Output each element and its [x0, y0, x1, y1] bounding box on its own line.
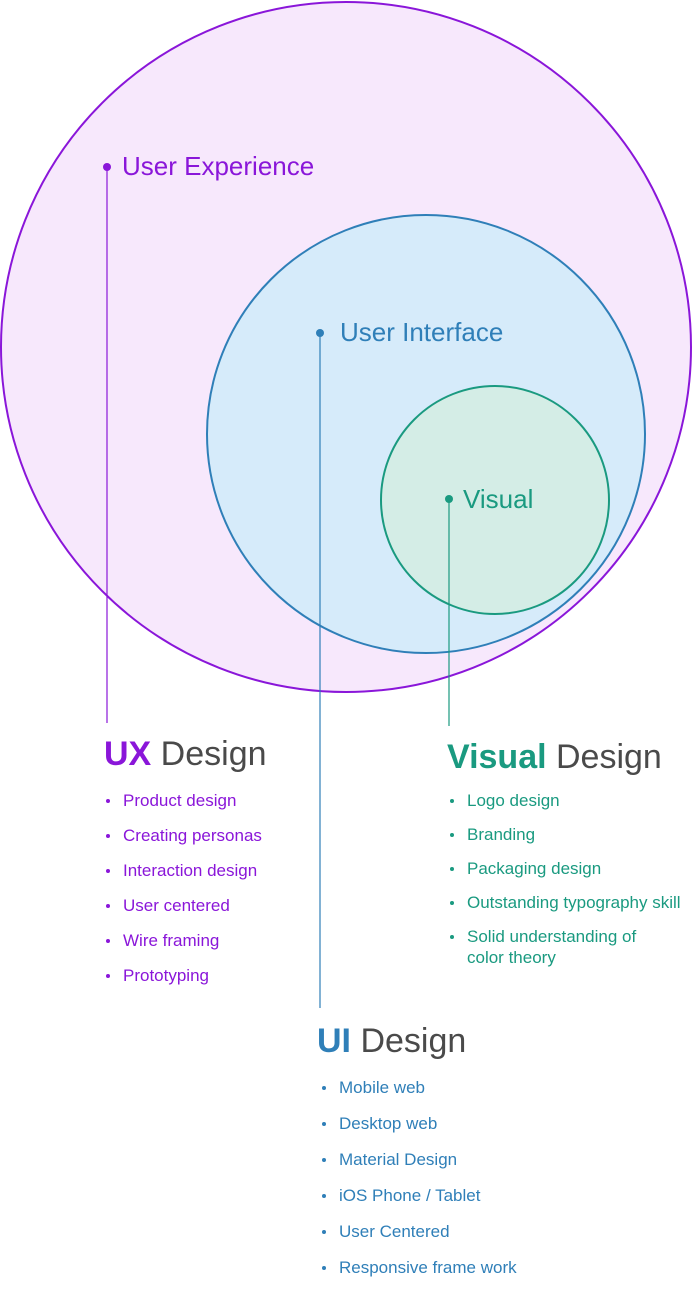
visual-connector-dot	[445, 495, 453, 503]
list-item: Logo design	[447, 790, 697, 811]
list-item: User Centered	[319, 1221, 619, 1242]
list-item: Packaging design	[447, 858, 697, 879]
ui-circle-label: User Interface	[340, 317, 504, 347]
visual-circle-label: Visual	[463, 484, 534, 514]
list-item: Prototyping	[103, 965, 363, 986]
ux-skill-list: Product design Creating personas Interac…	[103, 790, 363, 1000]
list-item: Product design	[103, 790, 363, 811]
list-item: User centered	[103, 895, 363, 916]
visual-heading-strong: Visual	[447, 738, 547, 776]
list-item: Wire framing	[103, 930, 363, 951]
ux-design-heading: UX Design	[104, 737, 267, 771]
ui-connector-dot	[316, 329, 324, 337]
visual-circle	[380, 385, 610, 615]
list-item: Branding	[447, 824, 697, 845]
ui-heading-strong: UI	[317, 1022, 351, 1060]
list-item: Interaction design	[103, 860, 363, 881]
list-item: Mobile web	[319, 1077, 619, 1098]
ui-design-heading: UI Design	[317, 1024, 466, 1058]
list-item: Outstanding typography skill	[447, 892, 697, 913]
ux-heading-strong: UX	[104, 735, 152, 773]
ux-circle-label: User Experience	[122, 151, 315, 181]
ui-heading-rest: Design	[351, 1022, 467, 1060]
list-item: Responsive frame work	[319, 1257, 619, 1278]
list-item: Creating personas	[103, 825, 363, 846]
ux-heading-rest: Design	[151, 735, 267, 773]
ux-connector-dot	[103, 163, 111, 171]
list-item: iOS Phone / Tablet	[319, 1185, 619, 1206]
list-item: Material Design	[319, 1149, 619, 1170]
visual-design-heading: Visual Design	[447, 740, 662, 774]
list-item: Desktop web	[319, 1113, 619, 1134]
visual-heading-rest: Design	[546, 738, 662, 776]
ui-skill-list: Mobile web Desktop web Material Design i…	[319, 1077, 619, 1293]
list-item: Solid understanding of color theory	[447, 926, 667, 968]
visual-skill-list: Logo design Branding Packaging design Ou…	[447, 790, 697, 981]
